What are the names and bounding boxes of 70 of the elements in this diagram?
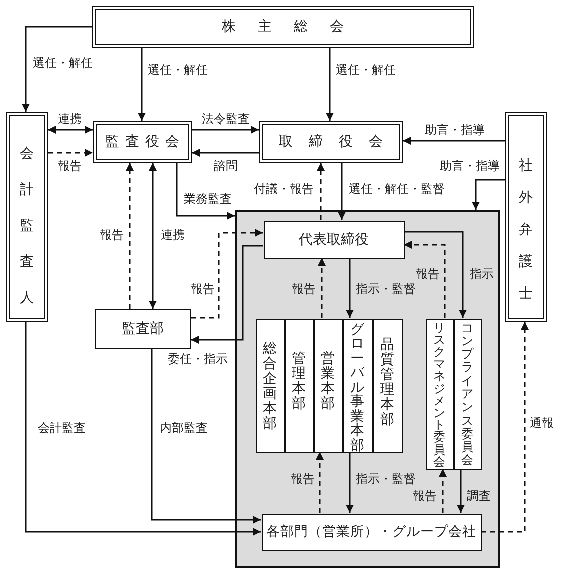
edge-label: 連携 [58,113,82,125]
edge-label: 指示 [470,268,494,280]
edge-label: 報告 [58,160,82,172]
arrow [346,452,354,513]
division-box: 管理本部 [284,318,314,452]
edge-label: 助言・指導 [440,160,500,172]
edge-label: 業務監査 [184,193,232,205]
edge-label: 付議・報告 [254,183,314,195]
committee-box: リスクマネジメント委員会 [426,318,454,470]
edge-label: 委任・指示 [168,353,228,365]
edge-label: 選任・解任・監督 [349,183,445,195]
dashed-arrow [318,258,326,318]
auditor-box: 会計監査人 [6,112,48,322]
arrow [176,163,235,220]
edge-label: 調査 [467,490,491,502]
dashed-arrow [404,241,446,318]
edge-label: 報告 [291,473,315,485]
edge-label: 報告 [292,283,316,295]
group-panel [235,210,500,568]
edge-label: 報告 [416,268,440,280]
arrow [326,48,334,121]
arrow [403,137,505,145]
arrow [191,245,263,344]
arrow [192,149,259,157]
lawyer-box: 社外弁護士 [505,112,547,322]
meeting-box: 株主総会 [92,6,474,48]
arrow [151,349,261,524]
committee-box: コンプライアンス委員会 [454,318,482,470]
division-box: 品質管理本部 [372,318,402,452]
edge-label: 指示・監督 [356,283,416,295]
edge-label: 選任・解任 [336,64,396,76]
board-box: 取締役会 [259,121,403,163]
edge-label: 助言・指導 [425,124,485,136]
arrow [48,126,93,134]
division-box: 総合企画本部 [256,318,284,452]
edge-label: 報告 [413,490,437,502]
edge-label: 諮問 [214,160,238,172]
arrow [472,179,505,210]
dashed-arrow [316,452,324,513]
edge-label: 通報 [530,417,554,429]
dashed-arrow [439,469,447,513]
arrow [457,469,465,513]
dashed-arrow [48,149,93,157]
arrow [404,231,467,318]
dashed-arrow [481,322,529,533]
dashed-arrow [191,229,263,319]
board-box: 監査役会 [93,121,192,163]
division-box: グローバル事業本部 [342,318,372,452]
edge-label: 会計監査 [38,422,86,434]
arrow [149,163,157,309]
edge-label: 連携 [161,229,185,241]
edge-label: 法令監査 [202,113,250,125]
arrow [138,48,146,121]
edge-label: 報告 [191,283,215,295]
edge-label: 選任・解任 [33,57,93,69]
group-companies-box: 各部門（営業所）・グループ会社 [262,514,482,550]
arrow [25,322,261,536]
dashed-arrow [126,163,134,309]
executive-box: 代表取締役 [264,220,404,258]
edge-label: 報告 [100,229,124,241]
edge-label: 選任・解任 [148,64,208,76]
arrow [346,258,354,318]
arrow [338,163,346,220]
department-box: 監査部 [95,309,191,349]
division-box: 営業本部 [314,318,342,452]
edge-label: 指示・監督 [356,473,416,485]
arrow [192,126,259,134]
edge-label: 内部監査 [160,422,208,434]
dashed-arrow [317,163,325,220]
arrow [22,26,92,112]
